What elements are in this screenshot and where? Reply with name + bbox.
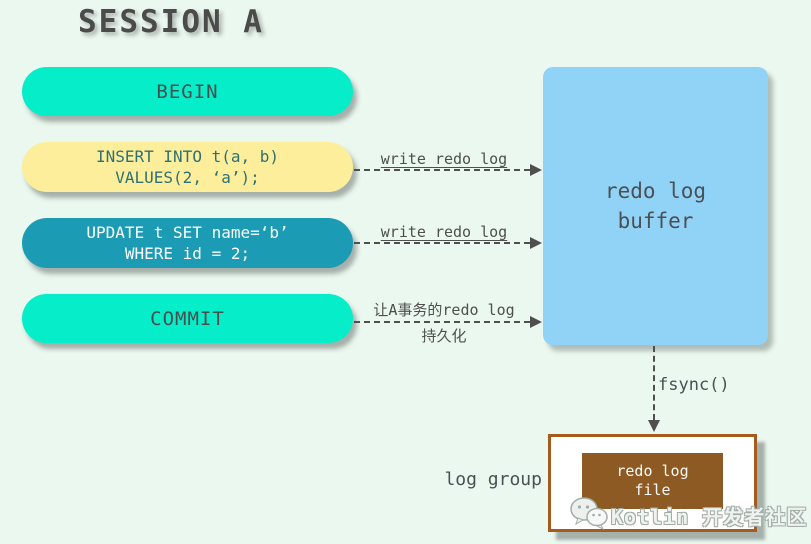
- insert-arrow: [354, 164, 542, 176]
- redo-log-buffer-box: redo log buffer: [543, 67, 768, 345]
- begin-label: BEGIN: [156, 80, 219, 103]
- commit-statement-pill: COMMIT: [22, 294, 353, 343]
- commit-arrow-label-line1: 让A事务的redo log: [373, 301, 515, 319]
- session-title: SESSION A: [78, 4, 264, 40]
- commit-label: COMMIT: [150, 307, 225, 330]
- insert-arrow-label: write redo log: [380, 150, 508, 168]
- update-statement-pill: UPDATE t SET name=‘b’ WHERE id = 2;: [22, 218, 353, 268]
- begin-statement-pill: BEGIN: [22, 67, 353, 116]
- file-label-line2: file: [634, 481, 671, 499]
- file-label-line1: redo log: [616, 462, 689, 480]
- insert-sql-line1: INSERT INTO t(a, b): [95, 147, 280, 166]
- update-sql-line1: UPDATE t SET name=‘b’: [86, 223, 289, 242]
- fsync-label: fsync(): [658, 375, 730, 395]
- update-sql-line2: WHERE id = 2;: [124, 244, 251, 263]
- wechat-icon: [570, 496, 608, 534]
- buffer-label-line2: buffer: [617, 209, 694, 233]
- update-arrow-label: write redo log: [380, 223, 508, 241]
- update-arrow: [354, 237, 542, 249]
- log-group-label: log group: [444, 469, 542, 490]
- commit-arrow: [354, 316, 542, 328]
- buffer-label-line1: redo log: [604, 179, 707, 203]
- redo-log-file-box: redo log file: [582, 453, 723, 509]
- commit-arrow-label-line2: 持久化: [421, 327, 467, 345]
- insert-statement-pill: INSERT INTO t(a, b) VALUES(2, ‘a’);: [22, 142, 353, 192]
- watermark-text: Kotlin 开发者社区: [611, 504, 808, 529]
- watermark: Kotlin 开发者社区: [570, 496, 807, 534]
- fsync-arrow: [648, 346, 660, 432]
- insert-sql-line2: VALUES(2, ‘a’);: [115, 168, 260, 187]
